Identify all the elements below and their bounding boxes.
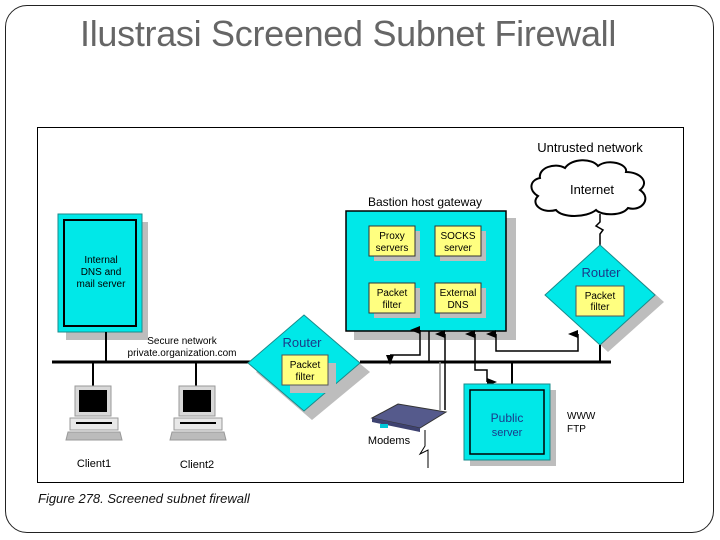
modems-icon xyxy=(370,403,448,432)
internal-server-line2: DNS and xyxy=(81,267,122,278)
internal-server-line3: mail server xyxy=(77,279,127,290)
internal-dns-mail-server xyxy=(57,213,148,340)
bastion-filter-line2: filter xyxy=(383,300,403,311)
socks-line2: server xyxy=(444,243,472,254)
client2-label: Client2 xyxy=(180,459,214,471)
client2-computer-icon xyxy=(169,385,227,441)
outer-router-title: Router xyxy=(581,265,621,280)
phone-line xyxy=(418,430,429,468)
internet-label: Internet xyxy=(570,182,614,197)
inner-router-title: Router xyxy=(282,335,322,350)
arrow-bastion-public xyxy=(465,330,497,386)
public-server xyxy=(463,383,556,466)
bastion-host-gateway xyxy=(345,210,516,340)
bastion-title: Bastion host gateway xyxy=(368,195,482,209)
outer-router xyxy=(544,244,664,352)
modems-label: Modems xyxy=(368,435,411,447)
inner-packet-filter xyxy=(281,354,329,386)
figure-frame: Untrusted network Internet Router Packet… xyxy=(37,127,684,483)
inner-filter-line2: filter xyxy=(296,372,316,383)
public-server-line1: Public xyxy=(491,411,524,425)
network-diagram: Untrusted network Internet Router Packet… xyxy=(52,140,664,471)
untrusted-network-label: Untrusted network xyxy=(537,140,643,155)
external-dns-line1: External xyxy=(440,288,477,299)
bastion-filter-line1: Packet xyxy=(377,288,408,299)
internal-server-line1: Internal xyxy=(84,255,117,266)
client1-label: Client1 xyxy=(77,458,111,470)
secure-network-domain: private.organization.com xyxy=(128,348,237,359)
proxy-line1: Proxy xyxy=(379,231,405,242)
client1-computer-icon xyxy=(65,385,123,441)
internet-link xyxy=(594,214,605,246)
outer-filter-line1: Packet xyxy=(585,291,616,302)
socks-server-box xyxy=(434,225,482,257)
slide-frame xyxy=(5,5,714,533)
inner-filter-line1: Packet xyxy=(290,360,321,371)
socks-line1: SOCKS xyxy=(440,231,475,242)
secure-network-label: Secure network xyxy=(147,336,217,347)
internet-cloud-icon xyxy=(530,159,647,217)
inner-router xyxy=(247,314,370,420)
proxy-line2: servers xyxy=(376,243,409,254)
outer-filter-line2: filter xyxy=(591,302,611,313)
public-services-www: WWW xyxy=(567,411,596,422)
external-dns-line2: DNS xyxy=(447,300,468,311)
arrow-bastion-to-inner xyxy=(386,326,421,365)
outer-packet-filter xyxy=(575,285,625,317)
external-dns-box xyxy=(434,282,482,314)
figure-caption: Figure 278. Screened subnet firewall xyxy=(38,491,250,506)
proxy-servers-box xyxy=(368,225,416,257)
public-services-ftp: FTP xyxy=(567,424,586,435)
arrow-bastion-outer-router xyxy=(486,330,579,352)
public-server-line2: server xyxy=(492,427,523,439)
slide-title: Ilustrasi Screened Subnet Firewall xyxy=(80,13,617,54)
bastion-packet-filter-box xyxy=(368,282,416,314)
